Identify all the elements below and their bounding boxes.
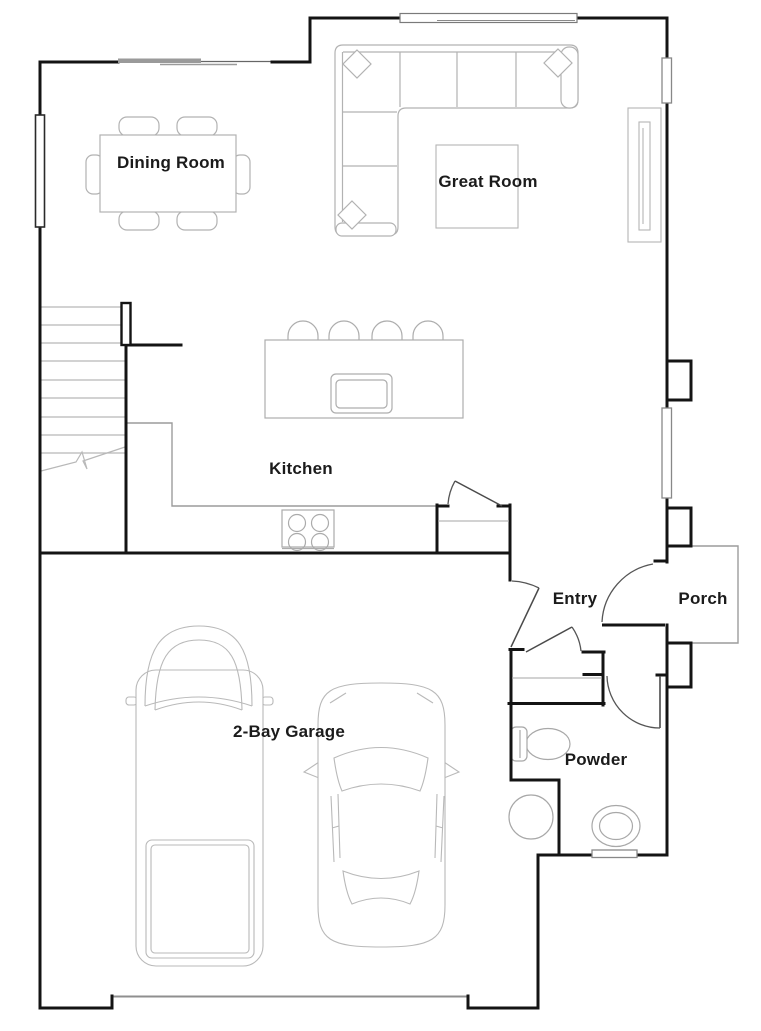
sofa-pillow — [337, 200, 367, 230]
bar-stool — [371, 320, 403, 341]
tv-console — [627, 107, 662, 243]
window — [591, 849, 638, 859]
stair-newel-post — [120, 301, 132, 347]
porch-slab — [691, 545, 739, 644]
sedan-car — [302, 682, 461, 948]
bar-stool — [412, 320, 444, 341]
room-labels: Dining Room Great Room Kitchen Entry Por… — [117, 153, 727, 769]
kitchen-counter — [126, 422, 437, 507]
cooktop — [281, 509, 335, 552]
sofa-pillow — [543, 48, 573, 78]
truck-cowl-line — [144, 696, 253, 707]
burner — [287, 532, 307, 552]
dining-set — [85, 116, 251, 231]
truck-body — [135, 669, 264, 967]
pantry-door-leaf — [454, 480, 503, 507]
window — [34, 114, 46, 228]
truck-bed-outer — [145, 839, 255, 959]
window — [661, 57, 673, 104]
window-bar — [118, 58, 201, 63]
room-label-powder: Powder — [565, 750, 628, 769]
window — [661, 407, 673, 499]
powder-door-swing — [606, 675, 661, 729]
bar-stool — [328, 320, 360, 341]
sofa-armrest — [335, 222, 397, 237]
front-door-swing — [601, 563, 654, 623]
dining-table — [99, 134, 237, 213]
car-windshield — [333, 746, 429, 792]
stair-break-line — [40, 446, 126, 472]
water-heater — [508, 794, 554, 840]
truck-cowl-line-inner — [154, 701, 243, 711]
interior-walls — [38, 303, 669, 857]
window — [399, 12, 578, 24]
pantry-door-swing — [447, 480, 456, 505]
room-label-great: Great Room — [438, 172, 537, 191]
room-label-dining: Dining Room — [117, 153, 225, 172]
wall-columns — [665, 359, 693, 689]
sofa-cushion-dividers — [343, 52, 517, 167]
burner — [310, 513, 330, 533]
truck-bed-inner — [150, 844, 250, 954]
truck-mirror — [261, 696, 274, 706]
tv-screen — [638, 121, 651, 231]
toilet-tank — [510, 726, 528, 762]
room-label-porch: Porch — [678, 589, 727, 608]
truck-mirror — [125, 696, 138, 706]
closet-door-swing — [571, 626, 582, 652]
wall-column — [665, 359, 693, 402]
burner — [287, 513, 307, 533]
bar-stool — [287, 320, 319, 341]
room-label-entry: Entry — [553, 589, 598, 608]
powder-sink-inner — [598, 811, 634, 841]
area-rug — [435, 144, 519, 229]
wall-column — [665, 506, 693, 548]
sofa-pillow — [342, 49, 372, 79]
car-mirror — [302, 760, 320, 779]
truck-windshield-inner — [154, 639, 243, 711]
dining-chair — [176, 210, 218, 231]
burner — [310, 532, 330, 552]
car-side-windows — [330, 793, 445, 863]
sofa-back-lines — [341, 51, 560, 222]
pickup-truck — [125, 625, 274, 967]
garage-entry-door-leaf — [510, 587, 540, 648]
windows — [34, 12, 673, 859]
car-mirror — [443, 760, 461, 779]
interior-wall-path — [38, 303, 669, 857]
dining-chair — [176, 116, 218, 137]
sectional-sofa — [334, 44, 579, 237]
dining-chair — [118, 116, 160, 137]
truck-windshield-outer — [144, 625, 253, 707]
car-headlight-line — [329, 692, 434, 704]
kitchen-island-group — [264, 320, 464, 419]
powder-fixtures — [508, 726, 641, 848]
room-label-kitchen: Kitchen — [269, 459, 333, 478]
staircase — [40, 306, 126, 472]
car-body — [317, 682, 446, 948]
island-sink-inner — [335, 379, 388, 409]
closet-door-leaf — [525, 626, 573, 653]
dining-chair — [118, 210, 160, 231]
wall-column — [665, 641, 693, 689]
room-label-garage: 2-Bay Garage — [233, 722, 345, 741]
car-rear-window — [342, 870, 420, 905]
toilet-bowl — [525, 727, 571, 761]
doors — [447, 480, 665, 729]
garage-entry-door-swing — [511, 580, 540, 589]
stair-treads — [41, 306, 125, 454]
